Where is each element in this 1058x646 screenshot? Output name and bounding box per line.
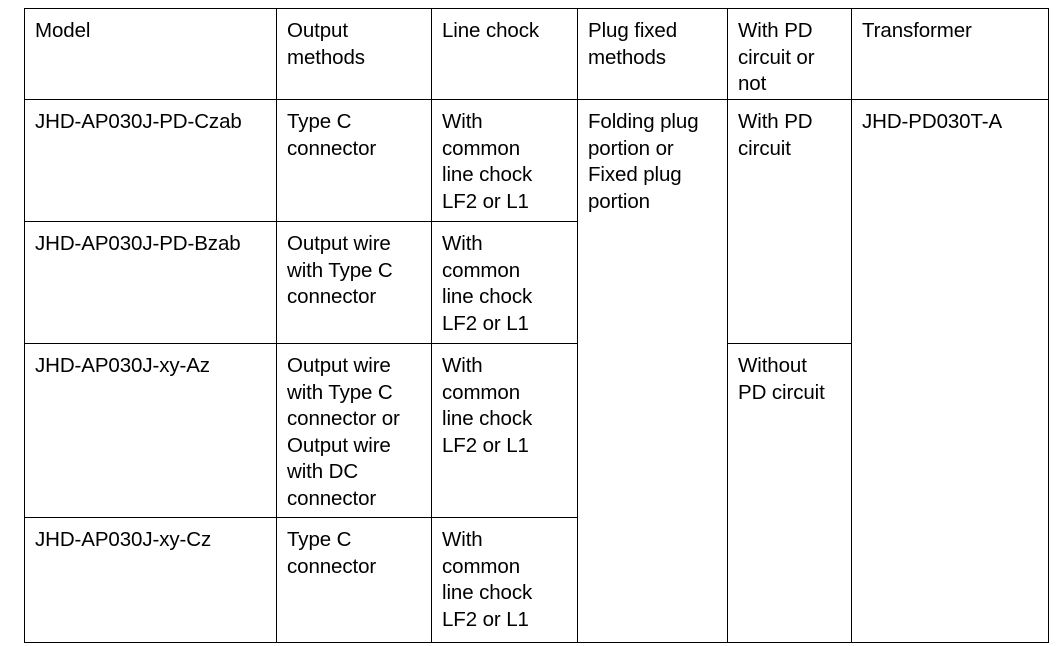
cell-model: JHD-AP030J-xy-Az [24, 343, 277, 518]
cell-line-chock: With common line chock LF2 or L1 [431, 99, 578, 222]
table-row: JHD-AP030J-xy-Cz Type C connector With c… [24, 517, 1049, 643]
cell-plug-fixed-methods: Folding plug portion or Fixed plug porti… [577, 99, 728, 643]
cell-transformer: JHD-PD030T-A [851, 99, 1049, 643]
column-header-pd-circuit: With PD circuit or not [727, 8, 852, 100]
cell-model: JHD-AP030J-PD-Czab [24, 99, 277, 222]
table-row: JHD-AP030J-PD-Czab Type C connector With… [24, 99, 1049, 643]
cell-output-methods: Output wire with Type C connector [276, 221, 432, 344]
cell-model: JHD-AP030J-xy-Cz [24, 517, 277, 643]
column-header-transformer: Transformer [851, 8, 1049, 100]
column-header-plug-fixed-methods: Plug fixed methods [577, 8, 728, 100]
column-header-line-chock: Line chock [431, 8, 578, 100]
cell-pd-circuit: Without PD circuit [727, 343, 852, 643]
column-header-output-methods: Output methods [276, 8, 432, 100]
column-header-model: Model [24, 8, 277, 100]
cell-line-chock: With common line chock LF2 or L1 [431, 221, 578, 344]
cell-output-methods: Output wire with Type C connector or Out… [276, 343, 432, 518]
table-row: JHD-AP030J-xy-Az Output wire with Type C… [24, 343, 1049, 643]
cell-pd-circuit: With PD circuit [727, 99, 852, 344]
cell-output-methods: Type C connector [276, 99, 432, 222]
table-header-row: Model Output methods Line chock Plug fix… [24, 8, 1049, 100]
cell-line-chock: With common line chock LF2 or L1 [431, 517, 578, 643]
product-specification-table: Model Output methods Line chock Plug fix… [24, 8, 1049, 643]
cell-output-methods: Type C connector [276, 517, 432, 643]
cell-model: JHD-AP030J-PD-Bzab [24, 221, 277, 344]
cell-line-chock: With common line chock LF2 or L1 [431, 343, 578, 518]
table-row: JHD-AP030J-PD-Bzab Output wire with Type… [24, 221, 1049, 344]
